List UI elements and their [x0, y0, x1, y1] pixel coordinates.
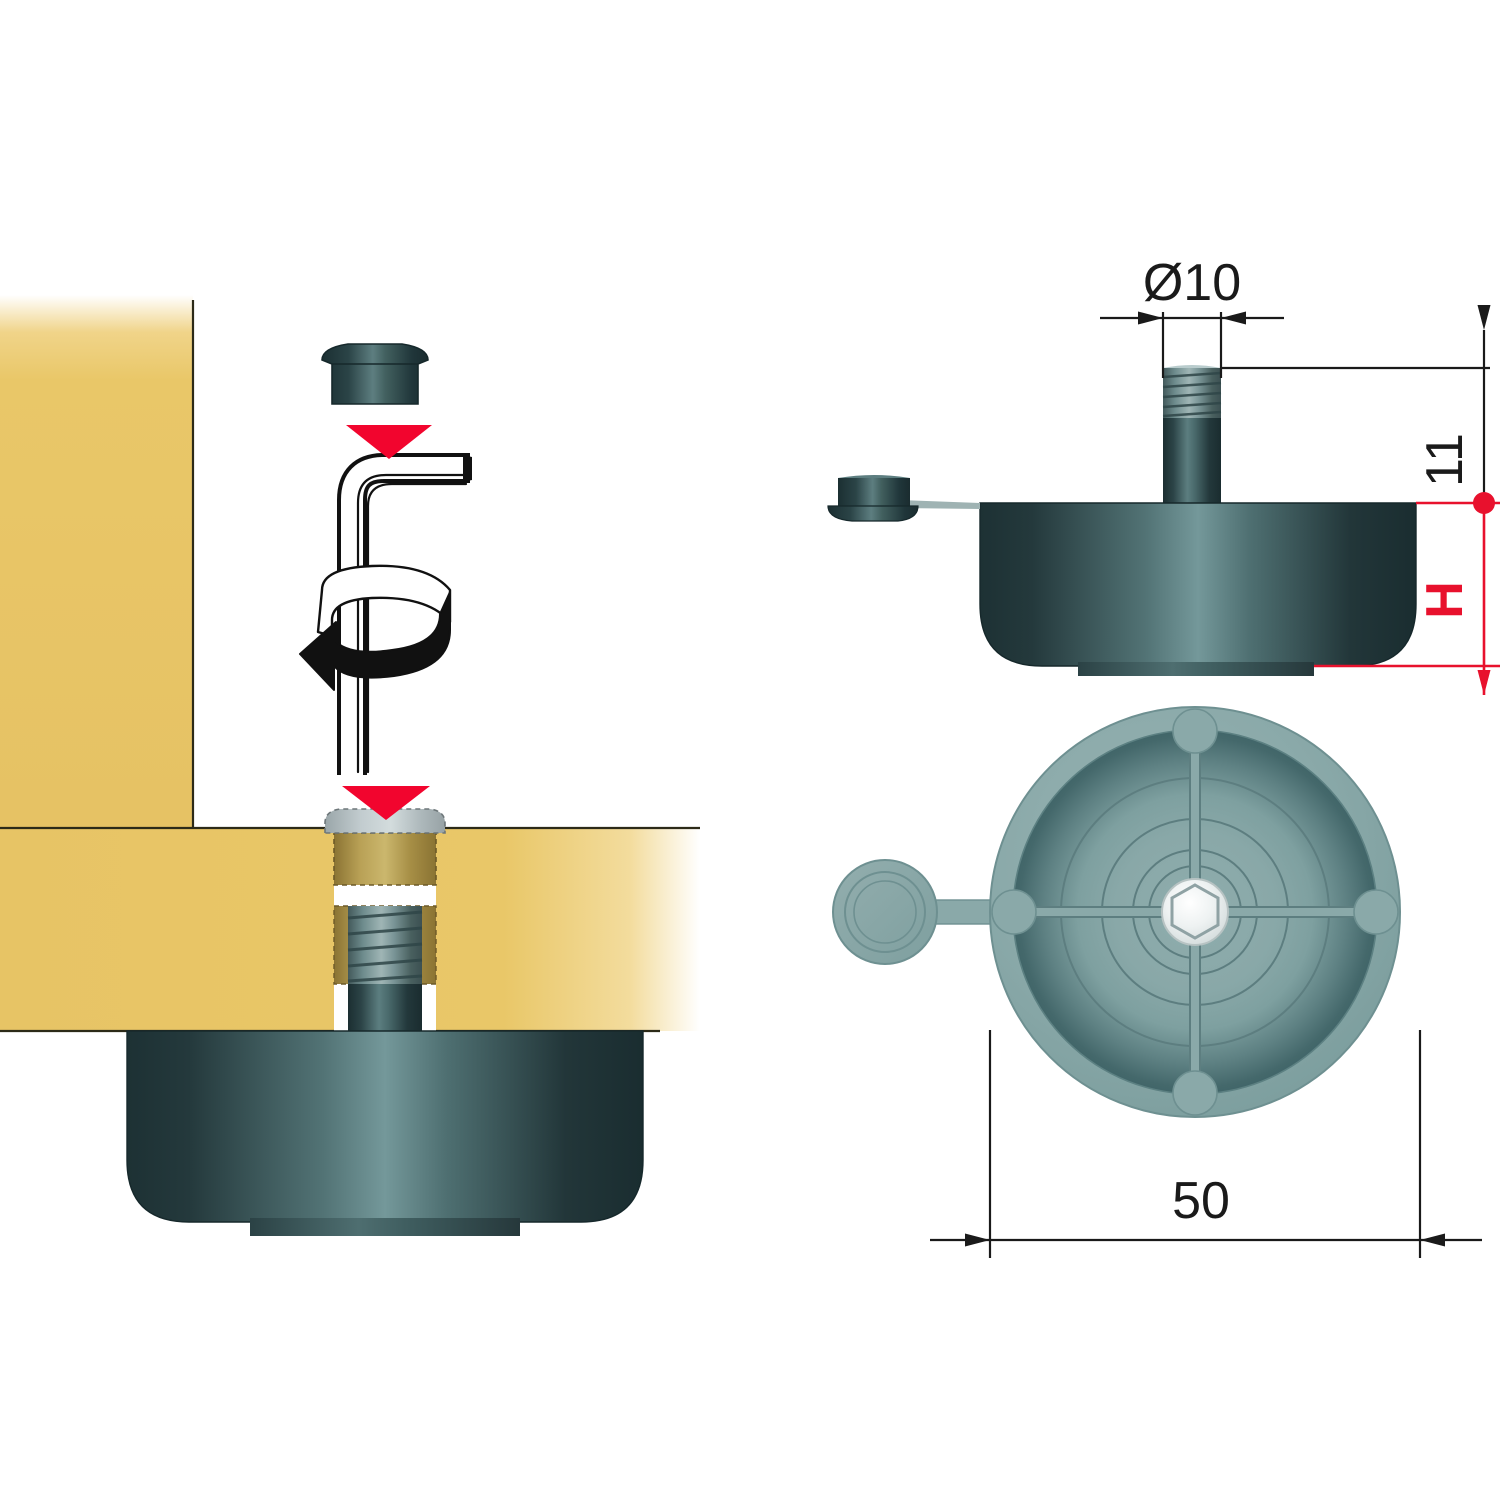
engage-arrow [342, 786, 430, 820]
dimension-label-foot-diameter: 50 [1172, 1172, 1230, 1230]
dimension-stud-length: 11 [1221, 305, 1491, 503]
insert-arrow [346, 425, 432, 459]
hex-key [337, 453, 472, 775]
side-elevation-view [827, 365, 1417, 676]
rotation-arrow [299, 564, 452, 691]
side-cover-cap [827, 475, 919, 522]
dimension-label-thread-diameter: Ø10 [1143, 254, 1241, 312]
dimension-thread-diameter: Ø10 [1100, 254, 1284, 378]
installation-view [0, 295, 700, 1236]
dimension-foot-height: H [1314, 492, 1500, 695]
side-cap-tether [900, 500, 980, 509]
dimension-label-foot-height: H [1416, 581, 1474, 619]
plan-hex-socket-head [1161, 878, 1229, 946]
dimension-foot-diameter: 50 [930, 1030, 1482, 1258]
threaded-stud-section [347, 906, 423, 1031]
vertical-wood-panel [0, 295, 195, 828]
side-foot-body [979, 502, 1417, 676]
side-threaded-stud [1162, 365, 1222, 505]
dimension-label-stud-length: 11 [1416, 433, 1474, 487]
cover-cap-exploded [321, 343, 429, 405]
plan-rim-notches [991, 708, 1399, 1116]
dimension-origin-dot [1473, 492, 1495, 514]
plan-cover-cap [832, 859, 938, 965]
plan-view [832, 706, 1401, 1118]
hex-socket-screw-head [324, 808, 446, 834]
foot-body-installed [126, 1030, 644, 1236]
